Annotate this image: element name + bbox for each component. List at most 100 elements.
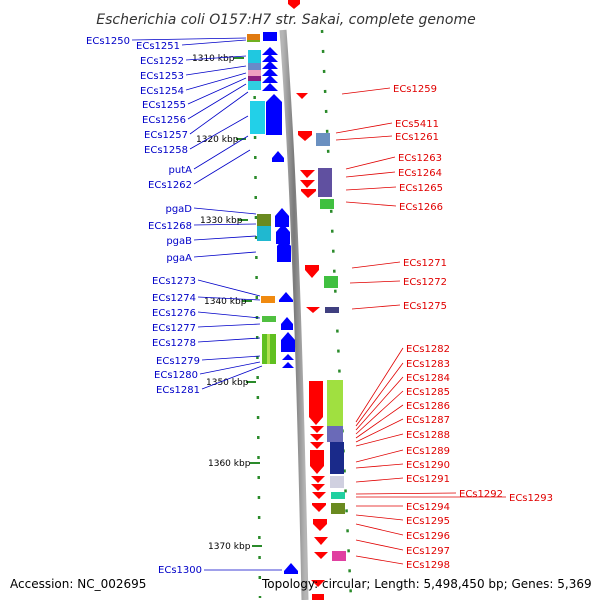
gene-arrow-reverse[interactable] — [312, 503, 326, 512]
gene-arrow-reverse[interactable] — [311, 580, 325, 587]
gene-arrow-forward[interactable] — [284, 563, 298, 574]
leader-line — [345, 186, 397, 191]
gene-arrow-reverse[interactable] — [310, 426, 324, 433]
gene-label[interactable]: ECs1285 — [406, 387, 450, 398]
gene-arrow-forward[interactable] — [275, 208, 289, 227]
gene-arrow-reverse[interactable] — [306, 307, 320, 313]
gene-label[interactable]: ECs1276 — [152, 308, 196, 319]
gene-arrow-forward[interactable] — [281, 317, 293, 330]
gene-arrow-reverse[interactable] — [312, 492, 326, 499]
gene-arrow-reverse[interactable] — [300, 170, 315, 178]
gene-label[interactable]: ECs1272 — [403, 277, 447, 288]
gene-label[interactable]: ECs1296 — [406, 531, 450, 542]
gene-arrow-reverse[interactable] — [288, 0, 300, 9]
feature-block — [332, 551, 346, 561]
gene-arrow-reverse[interactable] — [314, 552, 328, 559]
gene-label[interactable]: ECs1300 — [158, 565, 202, 576]
gene-label[interactable]: ECs1268 — [148, 221, 192, 232]
gene-arrow-forward[interactable] — [277, 238, 291, 262]
gene-label[interactable]: ECs1292 — [459, 489, 503, 500]
gene-arrow-reverse[interactable] — [311, 484, 325, 491]
gene-label[interactable]: ECs1284 — [406, 373, 450, 384]
gene-label[interactable]: ECs1280 — [154, 370, 198, 381]
gene-arrow-forward[interactable] — [281, 332, 295, 352]
gene-arrow-reverse[interactable] — [310, 450, 324, 474]
gene-label[interactable]: ECs1289 — [406, 446, 450, 457]
gene-label[interactable]: putA — [169, 165, 193, 176]
gene-label[interactable]: ECs1250 — [86, 36, 130, 47]
gene-label[interactable]: ECs1256 — [142, 115, 186, 126]
gene-arrow-reverse[interactable] — [312, 594, 324, 600]
gene-label[interactable]: ECs1252 — [140, 56, 184, 67]
gene-label[interactable]: ECs1283 — [406, 359, 450, 370]
gene-arrow-forward[interactable] — [272, 151, 284, 162]
gene-arrow-forward[interactable] — [282, 362, 294, 368]
gene-arrow-reverse[interactable] — [311, 476, 325, 483]
gene-label[interactable]: ECs1253 — [140, 71, 184, 82]
gene-arrow-reverse[interactable] — [298, 131, 312, 141]
gene-label[interactable]: ECs1259 — [393, 84, 437, 95]
gene-label[interactable]: ECs1258 — [144, 145, 188, 156]
gene-label[interactable]: ECs1263 — [398, 153, 442, 164]
gene-label[interactable]: ECs1254 — [140, 86, 184, 97]
gene-arrow-forward[interactable] — [263, 32, 277, 41]
gene-label[interactable]: ECs1273 — [152, 276, 196, 287]
gene-label[interactable]: ECs1295 — [406, 516, 450, 527]
gene-label[interactable]: pgaA — [166, 253, 192, 264]
gene-label[interactable]: pgaB — [166, 236, 192, 247]
gene-arrow-forward[interactable] — [262, 75, 278, 83]
gene-label[interactable]: ECs1281 — [156, 385, 200, 396]
gene-label[interactable]: ECs1293 — [509, 493, 553, 504]
gene-arrow-reverse[interactable] — [314, 537, 328, 545]
gene-label[interactable]: ECs1264 — [398, 168, 442, 179]
gene-label[interactable]: ECs1277 — [152, 323, 196, 334]
gene-arrow-forward[interactable] — [282, 354, 294, 360]
gene-label[interactable]: ECs1278 — [152, 338, 196, 349]
gene-label[interactable]: ECs1271 — [403, 258, 447, 269]
gene-label[interactable]: ECs1255 — [142, 100, 186, 111]
gene-arrow-reverse[interactable] — [296, 93, 308, 99]
gene-arrow-reverse[interactable] — [310, 442, 324, 449]
gene-label[interactable]: ECs1265 — [399, 183, 443, 194]
gene-label[interactable]: ECs1291 — [406, 474, 450, 485]
leader-line — [193, 149, 251, 185]
gene-label[interactable]: ECs1279 — [156, 356, 200, 367]
gene-arrow-forward[interactable] — [262, 47, 278, 55]
leader-line — [335, 122, 393, 134]
gene-label[interactable]: ECs1287 — [406, 415, 450, 426]
gene-label[interactable]: ECs1275 — [403, 301, 447, 312]
leader-line — [131, 37, 247, 41]
left-gene-labels: ECs1250 ECs1251 ECs1252 ECs1253 ECs1254 … — [86, 36, 282, 576]
accession-text: Accession: NC_002695 — [10, 577, 146, 591]
gene-label[interactable]: ECs1262 — [148, 180, 192, 191]
gene-arrow-forward[interactable] — [266, 94, 282, 135]
leader-line — [355, 523, 404, 536]
gene-label[interactable]: ECs1286 — [406, 401, 450, 412]
gene-arrow-forward[interactable] — [262, 54, 278, 62]
gene-label[interactable]: ECs1298 — [406, 560, 450, 571]
gene-arrow-reverse[interactable] — [310, 434, 324, 441]
gene-arrow-forward[interactable] — [279, 292, 293, 302]
gene-label[interactable]: ECs5411 — [395, 119, 439, 130]
gene-arrow-forward[interactable] — [262, 83, 278, 91]
gene-label[interactable]: ECs1297 — [406, 546, 450, 557]
gene-label[interactable]: ECs1261 — [395, 132, 439, 143]
leader-line — [355, 404, 404, 439]
gene-arrow-reverse[interactable] — [300, 180, 315, 188]
gene-arrow-reverse[interactable] — [301, 189, 316, 198]
gene-label[interactable]: ECs1257 — [144, 130, 188, 141]
gene-arrow-reverse[interactable] — [305, 265, 319, 278]
gene-arrow-forward[interactable] — [262, 61, 278, 69]
gene-label[interactable]: ECs1290 — [406, 460, 450, 471]
gene-label[interactable]: pgaD — [165, 204, 192, 215]
gene-arrow-reverse[interactable] — [309, 381, 323, 425]
gene-arrow-reverse[interactable] — [313, 519, 327, 531]
gene-label[interactable]: ECs1288 — [406, 430, 450, 441]
gene-label[interactable]: ECs1266 — [399, 202, 443, 213]
gene-label[interactable]: ECs1294 — [406, 502, 450, 513]
gene-label[interactable]: ECs1282 — [406, 344, 450, 355]
gene-arrow-forward[interactable] — [262, 68, 278, 76]
gene-label[interactable]: ECs1251 — [136, 41, 180, 52]
gene-label[interactable]: ECs1274 — [152, 293, 196, 304]
gene-arrow-forward[interactable] — [276, 224, 290, 244]
